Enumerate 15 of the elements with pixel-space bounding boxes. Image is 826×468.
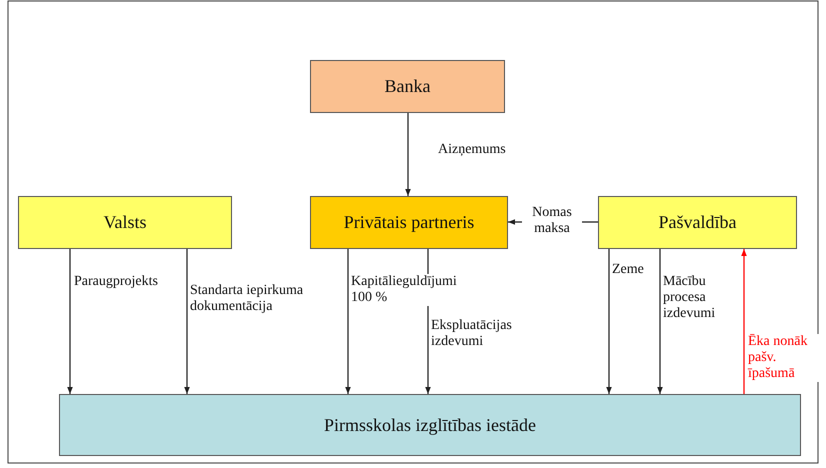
entity-box: Privātais partneris (310, 196, 508, 249)
arrow (405, 113, 411, 196)
edge-label: Paraugprojekts (74, 274, 158, 290)
arrow (345, 249, 351, 394)
arrow (184, 249, 190, 394)
arrow (741, 249, 747, 394)
edge-label: Standarta iepirkuma dokumentācija (190, 283, 305, 315)
entity-box: Pašvaldība (598, 196, 797, 249)
edge-label: Aizņemums (438, 142, 506, 158)
entity-box: Pirmsskolas izglītības iestāde (59, 394, 801, 456)
arrow (657, 249, 663, 394)
arrow (606, 249, 612, 394)
entity-box: Valsts (18, 196, 232, 249)
entity-box: Banka (310, 60, 505, 113)
arrow (67, 249, 73, 394)
